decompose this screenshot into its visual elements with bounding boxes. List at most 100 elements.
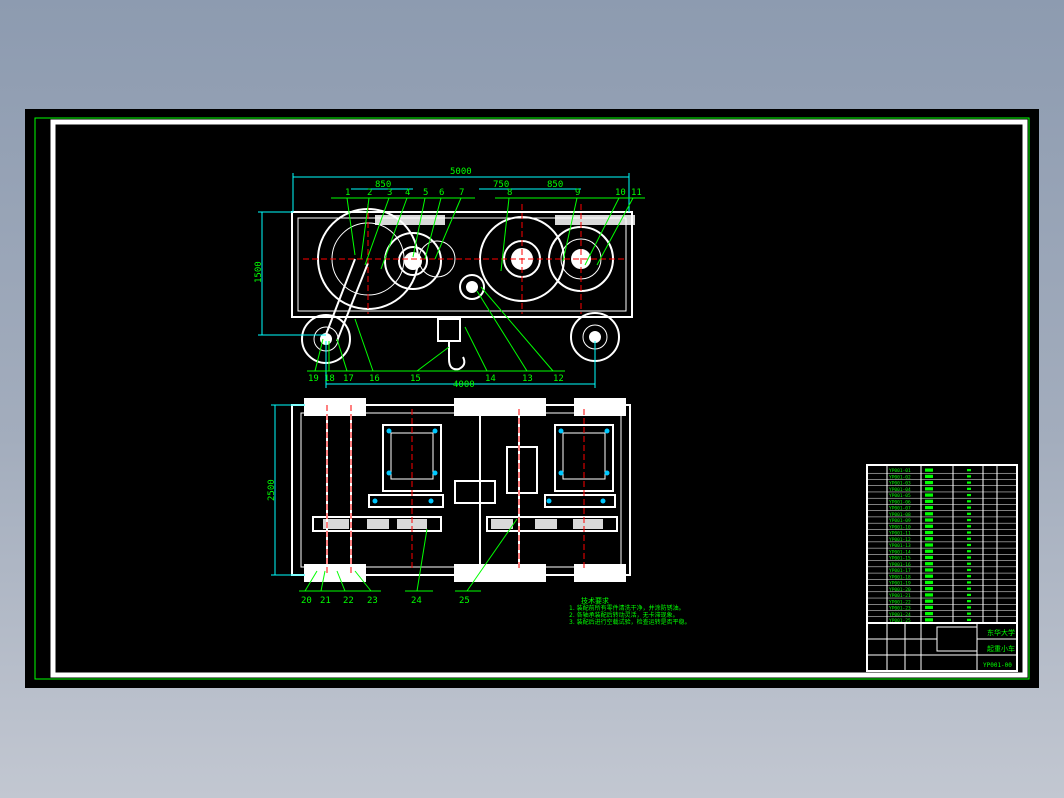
bom-row-code: YP001-15 bbox=[889, 556, 911, 562]
part-number: 25 bbox=[459, 596, 470, 606]
bom-row-material-mark bbox=[967, 587, 971, 590]
bom-row-material-mark bbox=[967, 537, 971, 540]
bom-row-material-mark bbox=[967, 568, 971, 572]
bom-row-code: YP001-23 bbox=[889, 606, 911, 612]
part-number: 5 bbox=[423, 188, 428, 198]
part-number: 6 bbox=[439, 188, 444, 198]
bom-row-material-mark bbox=[967, 481, 971, 484]
bom-row-code: YP001-25 bbox=[889, 618, 911, 624]
hatched-beam-left bbox=[375, 215, 445, 225]
wheel-block-top-right bbox=[574, 398, 626, 416]
bom-row-code: YP001-14 bbox=[889, 549, 911, 555]
part-number: 24 bbox=[411, 596, 422, 606]
bom-row-code: YP001-01 bbox=[889, 468, 911, 474]
part-number: 12 bbox=[553, 374, 564, 384]
part-number: 1 bbox=[345, 188, 350, 198]
top-leaders bbox=[331, 197, 645, 272]
bom-row-code: YP001-13 bbox=[889, 543, 911, 549]
coupling-block bbox=[454, 480, 496, 504]
bom-row-material-mark bbox=[967, 581, 971, 584]
bom-row-qty-mark bbox=[925, 499, 933, 503]
bom-row-material-mark bbox=[967, 600, 971, 603]
hook bbox=[448, 341, 466, 371]
bom-row-code: YP001-24 bbox=[889, 612, 911, 618]
part-number: 14 bbox=[485, 374, 496, 384]
trolley-frame bbox=[291, 211, 633, 318]
cad-model-space[interactable]: 5000 850 750 850 4000 1500 1 2 3 4 5 6 7… bbox=[25, 109, 1039, 688]
bom-row-code: YP001-19 bbox=[889, 581, 911, 587]
bom-row-code: YP001-11 bbox=[889, 531, 911, 537]
bom-row-qty-mark bbox=[925, 574, 933, 578]
plan-centerlines bbox=[326, 405, 585, 575]
bom-row-material-mark bbox=[967, 618, 971, 621]
bom-row-qty-mark bbox=[925, 487, 933, 491]
bom-row-material-mark bbox=[967, 562, 971, 565]
assembly-drawing: 5000 850 750 850 4000 1500 1 2 3 4 5 6 7… bbox=[34, 117, 1030, 680]
wheel-block-bottom-right bbox=[574, 564, 626, 582]
bom-table: YP001-01YP001-02YP001-03YP001-04YP001-05… bbox=[866, 464, 1018, 672]
part-number: 11 bbox=[631, 188, 642, 198]
bom-row-code: YP001-18 bbox=[889, 574, 911, 580]
bom-row-material-mark bbox=[967, 518, 971, 522]
bom-row-material-mark bbox=[967, 506, 971, 509]
bom-row-code: YP001-20 bbox=[889, 587, 911, 593]
dim-overall-width: 5000 bbox=[450, 167, 472, 177]
bom-row-material-mark bbox=[967, 487, 971, 490]
drum-right bbox=[486, 516, 618, 532]
plan-leaders bbox=[299, 518, 518, 592]
pulley-pin bbox=[466, 281, 478, 293]
part-number: 9 bbox=[575, 188, 580, 198]
gearbox-center bbox=[506, 446, 538, 494]
hatched-beam-right bbox=[555, 215, 635, 225]
plan-view bbox=[291, 398, 631, 582]
bom-row-qty-mark bbox=[925, 537, 933, 541]
bom-row-code: YP001-03 bbox=[889, 481, 911, 487]
part-number: 10 bbox=[615, 188, 626, 198]
bom-row-code: YP001-16 bbox=[889, 562, 911, 568]
part-number: 20 bbox=[301, 596, 312, 606]
brake-right bbox=[544, 494, 616, 508]
plan-dimensions bbox=[271, 404, 305, 576]
front-view-dimensions bbox=[258, 173, 630, 388]
bom-row-material-mark bbox=[967, 593, 971, 597]
gear-left-small bbox=[418, 240, 456, 278]
part-number: 8 bbox=[507, 188, 512, 198]
bom-row-qty-mark bbox=[925, 474, 933, 478]
front-bottom-leaders bbox=[307, 286, 565, 372]
bom-row-code: YP001-02 bbox=[889, 474, 911, 480]
bom-row-qty-mark bbox=[925, 555, 933, 560]
notes-line: 3. 装配后进行空载试验，检查运转是否平稳。 bbox=[569, 618, 691, 626]
part-number: 17 bbox=[343, 374, 354, 384]
bom-row-material-mark bbox=[967, 531, 971, 534]
bom-row-code: YP001-21 bbox=[889, 593, 911, 599]
dim-mid-span: 750 bbox=[493, 180, 509, 190]
bom-row-qty-mark bbox=[925, 562, 933, 566]
bom-row-material-mark bbox=[967, 525, 971, 528]
bom-row-qty-mark bbox=[925, 587, 933, 591]
wheel-block-top-left bbox=[304, 398, 366, 416]
dim-track-width: 2500 bbox=[267, 479, 277, 501]
bom-row-code: YP001-12 bbox=[889, 537, 911, 543]
bom-row-qty-mark bbox=[925, 530, 933, 535]
rope-arm-b bbox=[336, 262, 369, 342]
bom-row-material-mark bbox=[967, 493, 971, 497]
title-drawing-name: 起重小车 bbox=[987, 644, 1015, 653]
bom-row-material-mark bbox=[967, 469, 971, 472]
bom-row-code: YP001-08 bbox=[889, 512, 911, 518]
bom-row-material-mark bbox=[967, 543, 971, 547]
technical-notes: 技术要求 1. 装配前所有零件清洗干净，并涂防锈油。 2. 各轴承装配后转动灵活… bbox=[569, 596, 691, 626]
bom-row-qty-mark bbox=[925, 618, 933, 622]
front-view-dimension-text: 5000 850 750 850 4000 bbox=[375, 167, 563, 390]
bom-row-qty-mark bbox=[925, 493, 933, 497]
bom-row-qty-mark bbox=[925, 468, 933, 472]
front-view-centerlines bbox=[303, 204, 625, 314]
part-number: 19 bbox=[308, 374, 319, 384]
bom-row-qty-mark bbox=[925, 505, 933, 510]
bom-row-qty-mark bbox=[925, 549, 933, 553]
plan-hatches bbox=[323, 519, 603, 529]
travel-wheel-right-axle bbox=[589, 331, 601, 343]
pulley bbox=[459, 274, 485, 300]
bom-row-qty-mark bbox=[925, 518, 933, 522]
bom-row-code: YP001-05 bbox=[889, 493, 911, 499]
dim-height: 1500 bbox=[254, 261, 264, 283]
